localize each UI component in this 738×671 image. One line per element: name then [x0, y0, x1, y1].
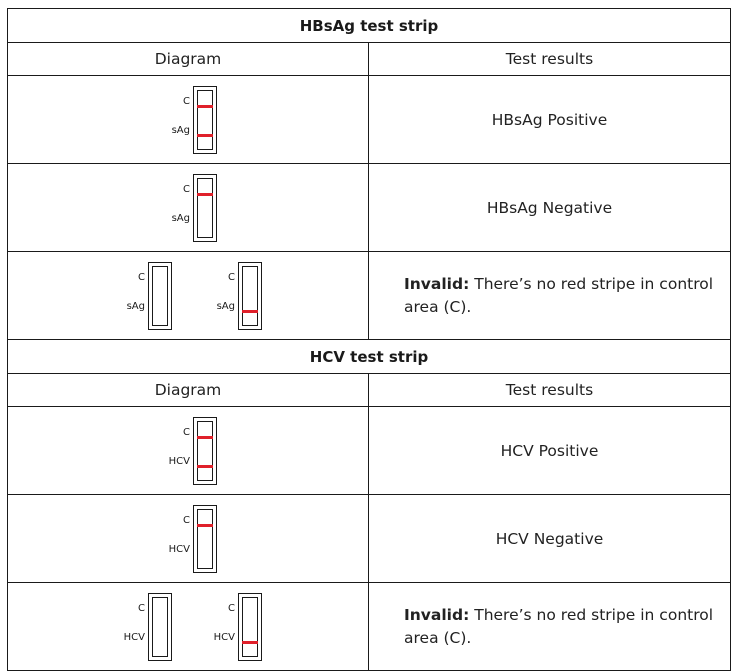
control-band [197, 192, 213, 196]
strip-window [152, 265, 168, 326]
strip-cassette [193, 173, 217, 242]
control-label: C [183, 95, 190, 107]
hbsag-section-title: HBsAg test strip [7, 8, 731, 43]
hbsag-section-header-row: HBsAg test strip [7, 8, 731, 43]
test-label: HCV [123, 631, 145, 643]
control-band [197, 523, 213, 527]
hcv-section-title: HCV test strip [7, 339, 731, 374]
strip-cassette [238, 261, 262, 330]
control-label: C [183, 514, 190, 526]
hcv-negative-row: C HCV HCV Negative [7, 494, 731, 583]
test-label: sAg [171, 212, 190, 224]
control-label: C [228, 271, 235, 283]
hcv-negative-result: HCV Negative [368, 494, 731, 583]
control-label: C [138, 271, 145, 283]
hcv-column-header-row: Diagram Test results [7, 373, 731, 407]
test-label: HCV [168, 543, 190, 555]
hbsag-negative-result: HBsAg Negative [368, 163, 731, 252]
test-strip: C HCV [159, 416, 217, 486]
control-band [197, 104, 213, 108]
hcv-diagram-header: Diagram [7, 373, 369, 407]
strip-cassette [148, 261, 172, 330]
test-label: sAg [216, 300, 235, 312]
strip-cassette [193, 85, 217, 154]
strip-window [197, 508, 213, 569]
hcv-invalid-row: C HCV C HCV Invalid: There’s no red stripe… [7, 582, 731, 671]
strip-window [197, 420, 213, 481]
hcv-results-header: Test results [368, 373, 731, 407]
strip-cassette [193, 416, 217, 485]
strip-cassette [193, 504, 217, 573]
hcv-positive-row: C HCV HCV Positive [7, 406, 731, 495]
test-strip: C HCV [204, 592, 262, 662]
hbsag-results-header: Test results [368, 42, 731, 76]
hcv-negative-diagram: C HCV [7, 494, 369, 583]
test-label: sAg [126, 300, 145, 312]
test-band [197, 464, 213, 468]
strip-window [242, 265, 258, 326]
hcv-invalid-diagram: C HCV C HCV [7, 582, 369, 671]
strip-cassette [148, 592, 172, 661]
test-strip: C HCV [114, 592, 172, 662]
test-label: sAg [171, 124, 190, 136]
strip-window [197, 177, 213, 238]
test-band [242, 640, 258, 644]
control-label: C [228, 602, 235, 614]
invalid-explanation: There’s no red stripe in control area (C… [404, 605, 714, 647]
invalid-explanation: There’s no red stripe in control area (C… [404, 274, 714, 316]
test-band [197, 133, 213, 137]
strip-cassette [238, 592, 262, 661]
hcv-section-header-row: HCV test strip [7, 339, 731, 374]
hbsag-diagram-header: Diagram [7, 42, 369, 76]
hcv-positive-result: HCV Positive [368, 406, 731, 495]
control-label: C [183, 426, 190, 438]
strip-window [152, 596, 168, 657]
hbsag-positive-result: HBsAg Positive [368, 75, 731, 164]
hbsag-invalid-result: Invalid: There’s no red stripe in contro… [368, 251, 731, 340]
test-band [242, 309, 258, 313]
strip-window [242, 596, 258, 657]
test-strip: C HCV [159, 504, 217, 574]
control-label: C [183, 183, 190, 195]
hbsag-column-header-row: Diagram Test results [7, 42, 731, 76]
hcv-positive-diagram: C HCV [7, 406, 369, 495]
invalid-label: Invalid: [404, 605, 470, 624]
test-label: HCV [168, 455, 190, 467]
hcv-invalid-result: Invalid: There’s no red stripe in contro… [368, 582, 731, 671]
control-band [197, 435, 213, 439]
control-label: C [138, 602, 145, 614]
test-label: HCV [213, 631, 235, 643]
strip-window [197, 89, 213, 150]
invalid-label: Invalid: [404, 274, 470, 293]
